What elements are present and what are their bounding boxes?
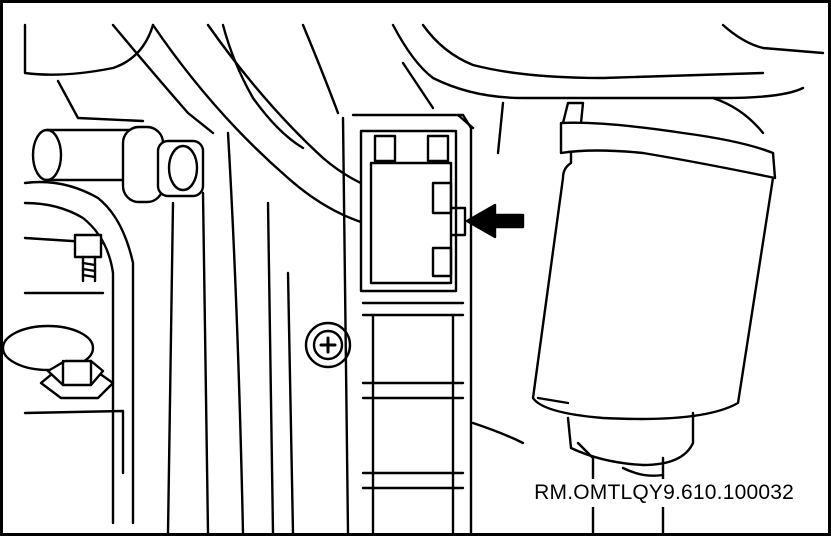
frame-rails xyxy=(166,131,295,533)
callout-arrow xyxy=(465,203,525,239)
figure-reference-code: RM.OMTLQY9.610.100032 xyxy=(530,479,798,507)
phillips-screw xyxy=(304,321,352,369)
left-pipe-assembly xyxy=(23,125,205,525)
upper-frame-lines xyxy=(23,23,340,150)
stud-bolt xyxy=(73,233,103,283)
hex-nut xyxy=(3,324,125,475)
engine-bay-line-drawing xyxy=(3,23,825,533)
upper-right-hoses xyxy=(391,23,825,155)
lower-right-lines xyxy=(471,421,665,477)
filter-canister xyxy=(531,101,777,533)
connector-bracket xyxy=(341,113,475,533)
